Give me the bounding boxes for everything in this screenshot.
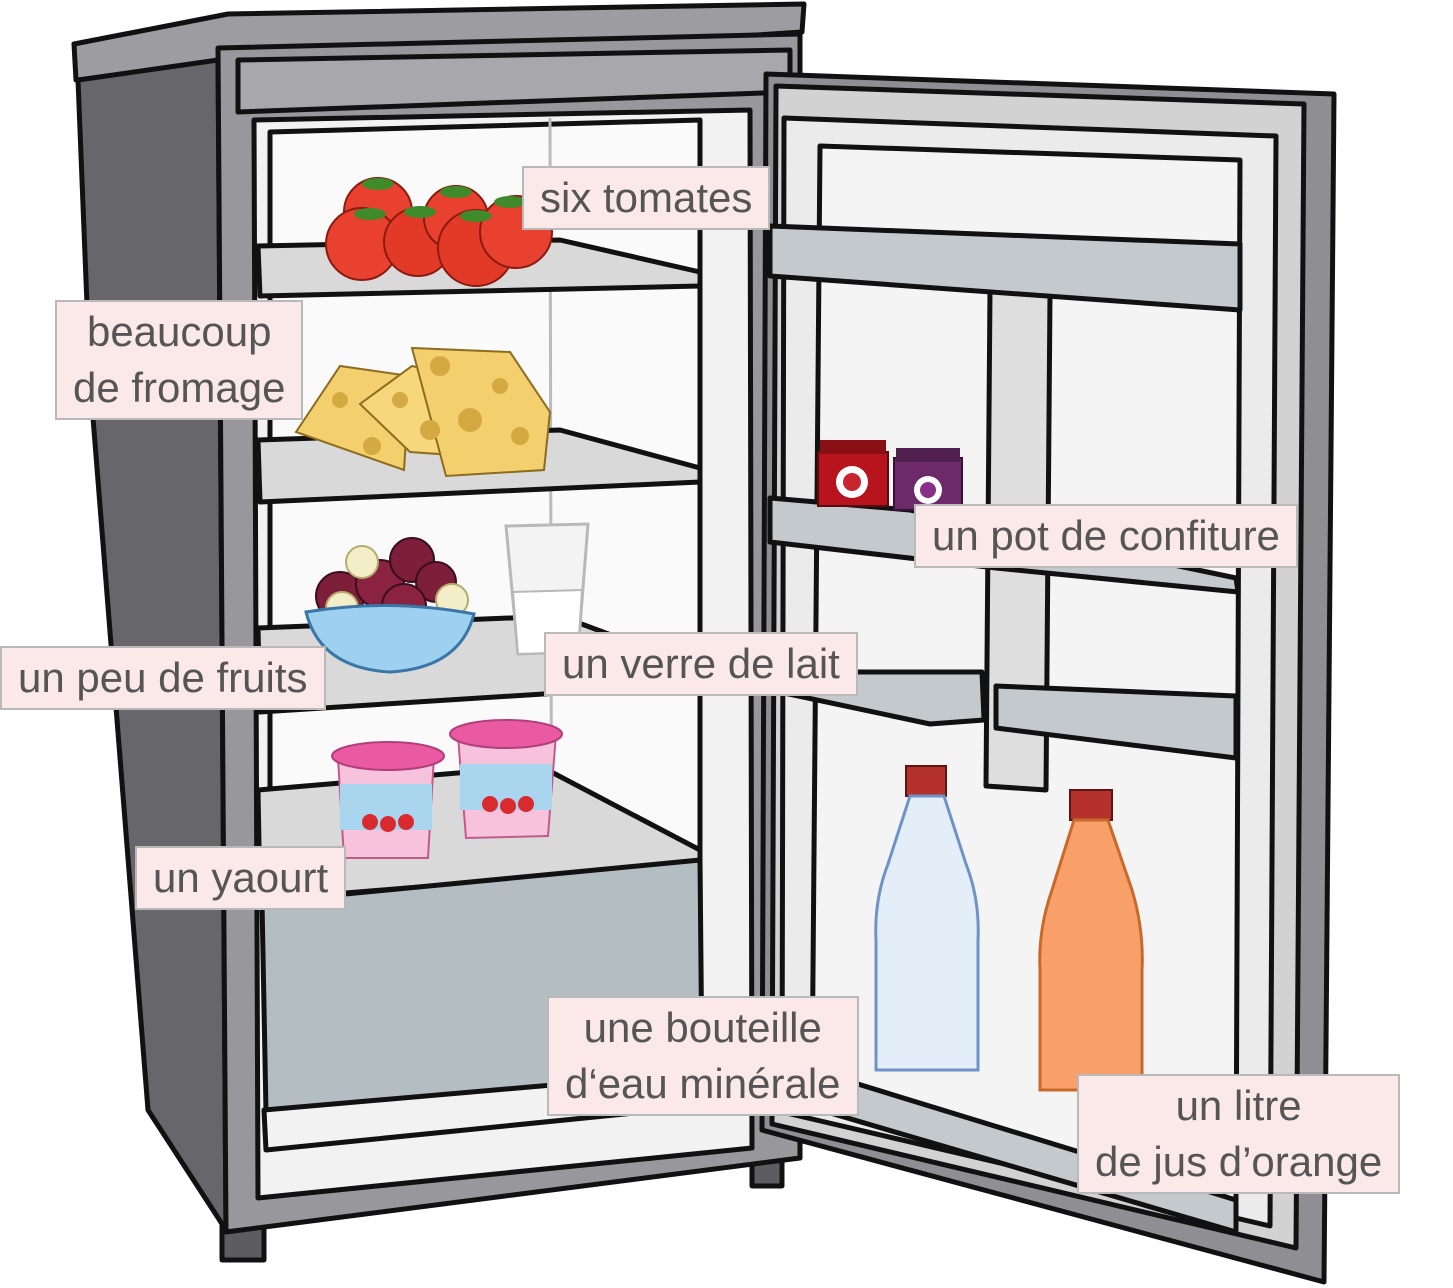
label-yogurt: un yaourt — [135, 846, 347, 910]
label-fruit: un peu de fruits — [0, 646, 326, 710]
jam-jars — [817, 440, 963, 511]
fruit-bowl — [304, 537, 476, 674]
label-cheese: beaucoup de fromage — [55, 300, 304, 420]
tomatoes — [325, 177, 553, 287]
label-tomatoes: six tomates — [522, 166, 771, 230]
cheese — [294, 346, 552, 478]
label-juice: un litre de jus d’orange — [1077, 1074, 1401, 1194]
label-milk: un verre de lait — [544, 632, 858, 696]
door-bin-top — [767, 223, 1243, 313]
door-bin-right — [993, 683, 1239, 761]
fridge-side-panel — [75, 57, 229, 1233]
label-water: une bouteille d‘eau minérale — [547, 996, 859, 1116]
label-jam: un pot de confiture — [914, 504, 1298, 568]
water-bottle — [874, 765, 980, 1072]
yogurts — [331, 719, 563, 859]
